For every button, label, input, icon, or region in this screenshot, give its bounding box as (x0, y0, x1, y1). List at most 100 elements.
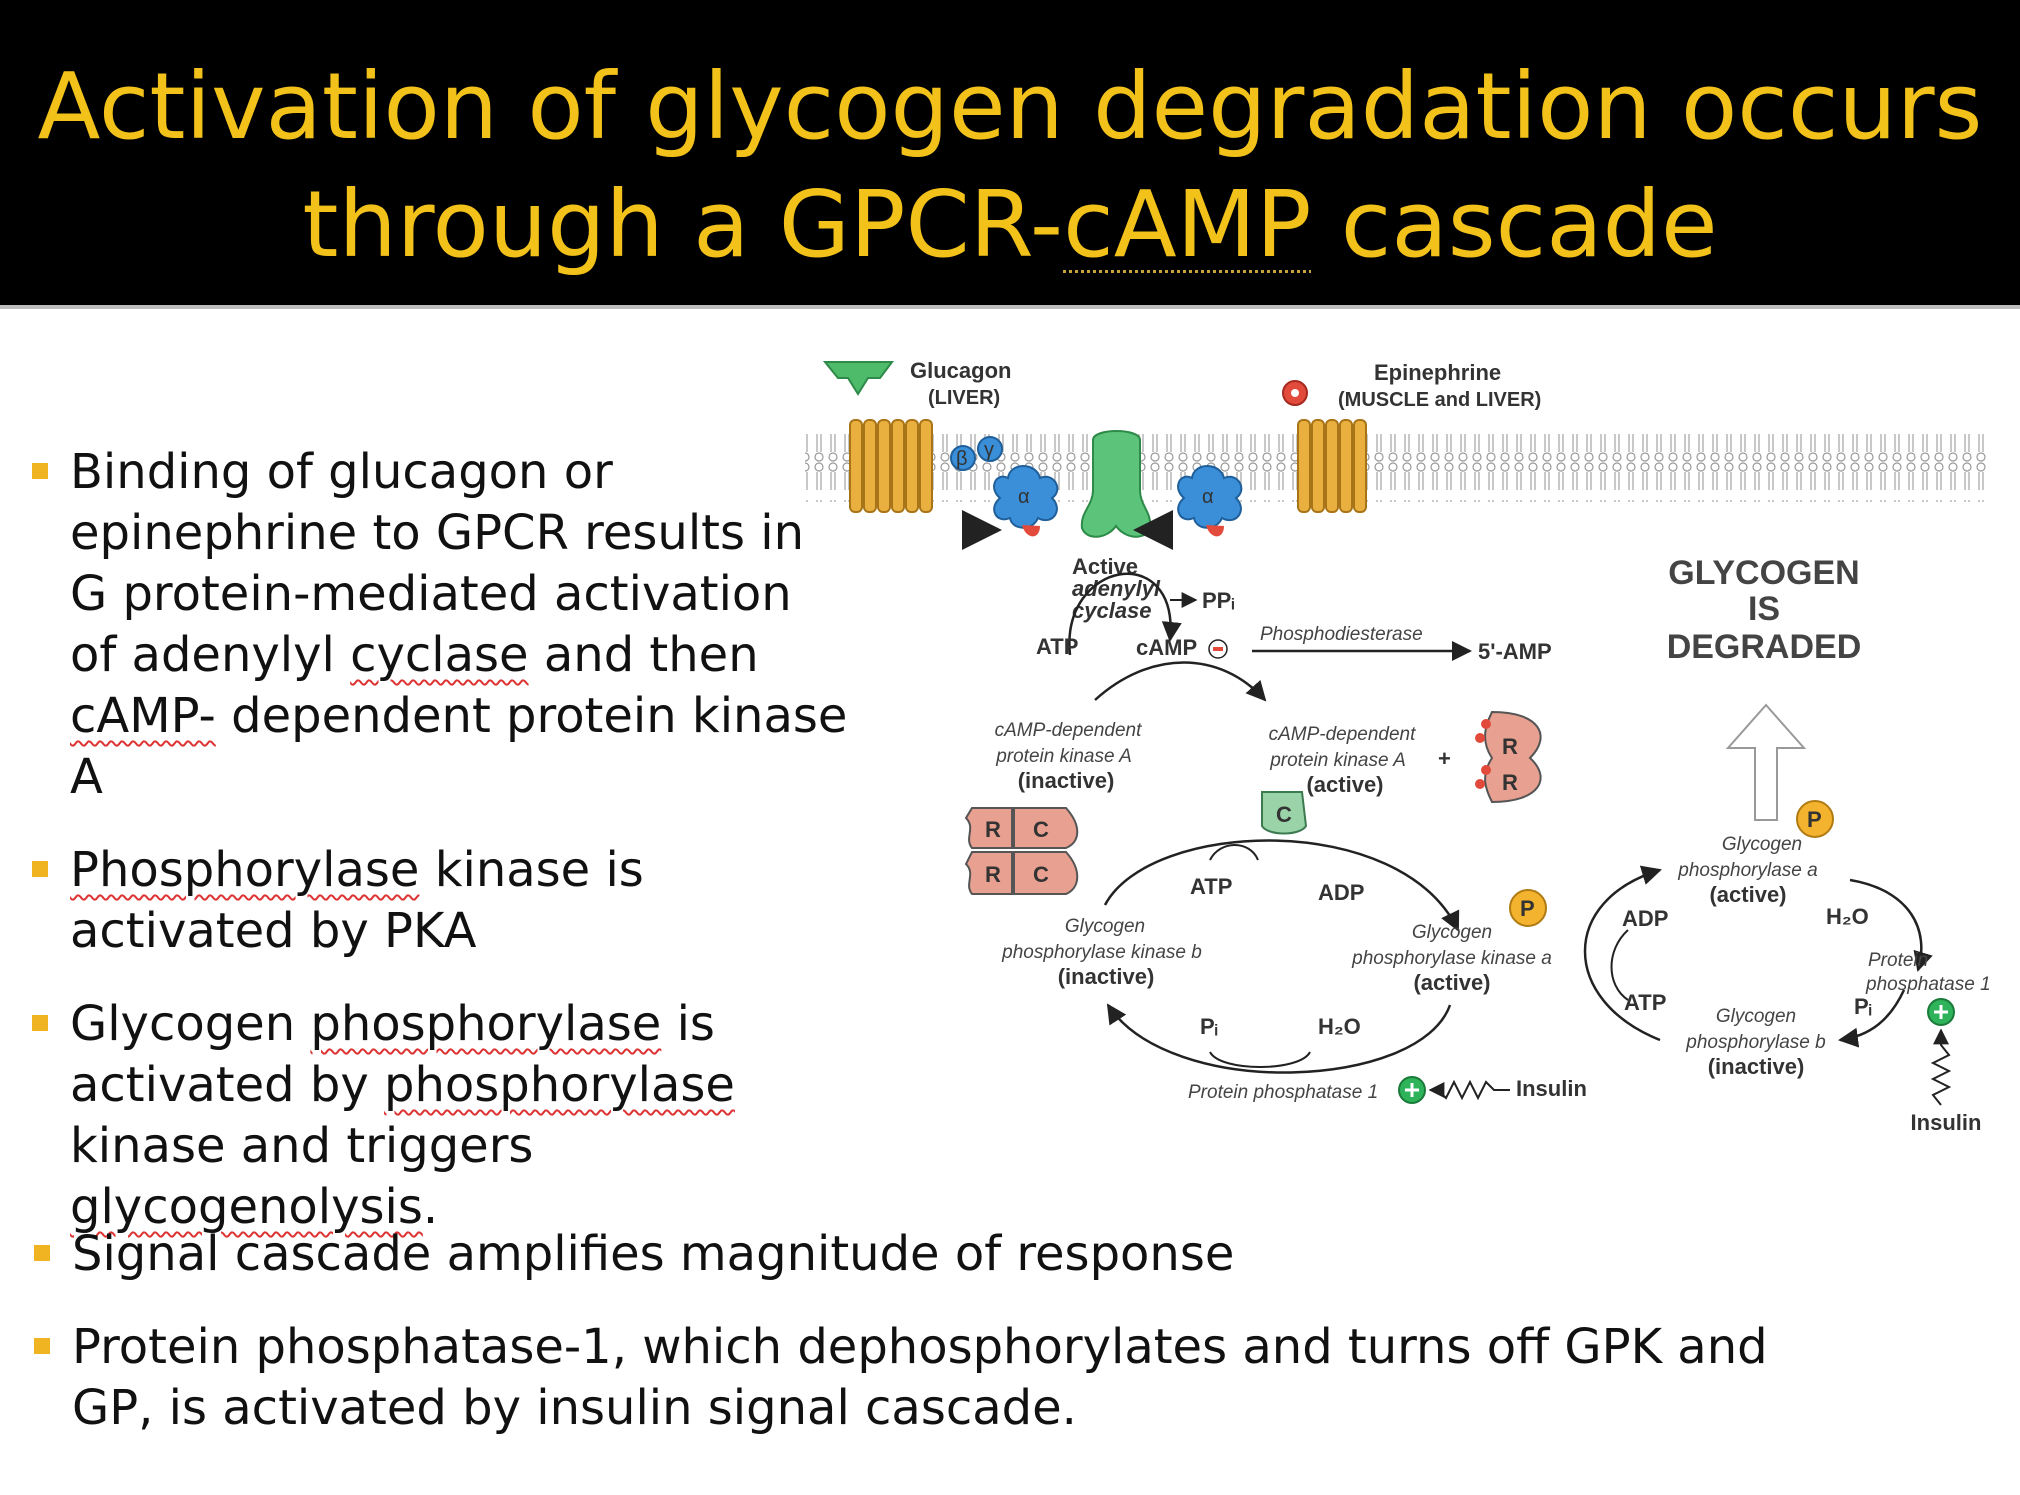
pp1-right-line-2: phosphatase 1 (1865, 974, 1991, 995)
title-divider (0, 305, 2020, 309)
adenylyl-cyclase-icon (1080, 430, 1152, 538)
gp-to-b-arrow (1838, 989, 1906, 1048)
insulin-right-label: Insulin (1911, 1110, 1982, 1135)
bullet-item: Phosphorylase kinase is activated by PKA (32, 840, 852, 962)
pp1-label: Protein phosphatase 1 (1188, 1082, 1378, 1103)
gp-deactivation-arc (1849, 878, 1933, 972)
epinephrine-receptor-icon (1297, 419, 1367, 513)
gpk-b-line-2: phosphorylase kinase b (1001, 942, 1202, 963)
title-line-2-pre: through a GPCR- (302, 171, 1064, 278)
gp-phosphate-label: P (1807, 807, 1822, 832)
g-beta-gamma-icon (950, 436, 1003, 471)
pka-plus-sign: + (1438, 746, 1451, 771)
bullet-item: Signal cascade amplifies magnitude of re… (34, 1224, 1834, 1285)
holoenzyme-c-bottom: C (1033, 862, 1049, 887)
glucagon-sub-label: (LIVER) (928, 387, 1000, 409)
pka-inactive-line-1: cAMP-dependent (995, 720, 1143, 741)
gp-pi-label: Pᵢ (1854, 994, 1872, 1019)
camp-icon (1208, 639, 1228, 659)
gp-a-line-3: (active) (1709, 882, 1786, 907)
gpk-atp-adp-loop (1209, 844, 1259, 861)
bullet-square-icon (32, 861, 48, 877)
bullet-square-icon (32, 1015, 48, 1031)
holoenzyme-r-top: R (985, 817, 1001, 842)
title-bar (0, 0, 2020, 305)
cyclase-reaction-arrow (1068, 572, 1182, 656)
glucagon-receptor-icon (849, 419, 933, 513)
degradation-up-arrow-icon (1725, 703, 1807, 821)
insulin-right-wavy-arrow (1930, 1028, 1952, 1106)
regulatory-subunits-icon (1475, 710, 1542, 804)
slide-title: Activation of glycogen degradation occur… (0, 48, 2020, 284)
gp-activation-arc (1583, 865, 1662, 1042)
pp1-activation-plus-icon (1398, 1076, 1426, 1104)
epinephrine-label: Epinephrine (1374, 360, 1501, 385)
epinephrine-sub-label: (MUSCLE and LIVER) (1338, 389, 1541, 411)
gpk-a-line-2: phosphorylase kinase a (1351, 948, 1552, 969)
pka-active-state: (active) (1306, 772, 1383, 797)
c-subunit-label: C (1276, 802, 1292, 827)
glycogen-degraded-line-1: GLYCOGEN (1668, 554, 1859, 592)
pka-holoenzyme-icon (964, 807, 1079, 895)
gamma-label: γ (984, 439, 994, 461)
camp-label: cAMP (1136, 635, 1197, 660)
holoenzyme-r-bottom: R (985, 862, 1001, 887)
catalytic-subunit-icon (1261, 791, 1308, 835)
gp-b-line-2: phosphorylase b (1685, 1032, 1825, 1053)
phosphodiesterase-label: Phosphodiesterase (1260, 624, 1423, 645)
gpk-atp-label: ATP (1190, 874, 1232, 899)
gpk-deactivation-arc (1106, 1003, 1452, 1074)
bullet-square-icon (34, 1245, 50, 1261)
bottom-bullet-list: Signal cascade amplifies magnitude of re… (34, 1224, 1834, 1471)
gp-a-line-2: phosphorylase a (1677, 860, 1817, 881)
gpk-b-line-3: (inactive) (1058, 964, 1155, 989)
bullet-square-icon (34, 1338, 50, 1354)
bullet-item: Glycogen phosphorylase is activated by p… (32, 994, 852, 1238)
gp-a-line-1: Glycogen (1722, 834, 1802, 855)
g-alpha-left-icon (993, 465, 1059, 537)
glycogen-degraded-line-3: DEGRADED (1667, 628, 1862, 666)
insulin-bottom-label: Insulin (1516, 1076, 1587, 1101)
glucagon-ligand-icon (822, 361, 894, 396)
cyclase-label: cyclase (1072, 598, 1152, 623)
bullet-item: Protein phosphatase-1, which dephosphory… (34, 1317, 1834, 1439)
glycogen-degraded-line-2: IS (1748, 590, 1780, 628)
gpk-a-line-1: Glycogen (1412, 922, 1492, 943)
title-camp: cAMP (1063, 171, 1312, 278)
title-line-1: Activation of glycogen degradation occur… (37, 53, 1983, 160)
gpk-pi-h2o-loop (1209, 1051, 1311, 1068)
adenylyl-label: adenylyl (1072, 576, 1161, 601)
alpha-left-label: α (1018, 486, 1030, 508)
gp-h2o-label: H₂O (1826, 904, 1869, 929)
gpk-adp-label: ADP (1318, 880, 1364, 905)
g-alpha-right-icon (1177, 465, 1243, 537)
gp-adp-label: ADP (1622, 906, 1668, 931)
atp-top-label: ATP (1036, 634, 1078, 659)
glucagon-label: Glucagon (910, 358, 1011, 383)
pka-inactive-line-2: protein kinase A (995, 746, 1132, 767)
gpk-phosphate-icon (1509, 889, 1547, 927)
beta-label: β (956, 448, 968, 470)
five-amp-label: 5'-AMP (1478, 639, 1552, 664)
gp-atp-adp-loop (1610, 929, 1629, 1001)
gpcr-camp-cascade-diagram: Glucagon (LIVER) β γ α α Epinephrine (MU… (805, 358, 1991, 1135)
gp-b-line-1: Glycogen (1716, 1006, 1796, 1027)
gp-phosphate-icon (1796, 800, 1834, 838)
pka-active-line-2: protein kinase A (1269, 750, 1406, 771)
ppi-label: PPᵢ (1202, 588, 1234, 613)
bullet-item: Binding of glucagon or epinephrine to GP… (32, 442, 852, 808)
pp1-right-plus-icon (1927, 998, 1955, 1026)
alpha-right-label: α (1202, 486, 1214, 508)
gp-atp-label: ATP (1624, 990, 1666, 1015)
gpk-b-line-1: Glycogen (1065, 916, 1145, 937)
left-bullet-list: Binding of glucagon or epinephrine to GP… (32, 442, 852, 1270)
pp1-right-line-1: Protein (1868, 950, 1928, 971)
bullet-square-icon (32, 463, 48, 479)
gpk-activation-arc (1103, 839, 1460, 932)
r-subunit-bottom: R (1502, 770, 1518, 795)
holoenzyme-c-top: C (1033, 817, 1049, 842)
insulin-wavy-arrow (1428, 1079, 1510, 1101)
r-subunit-top: R (1502, 734, 1518, 759)
pka-inactive-line-3: (inactive) (1018, 768, 1115, 793)
epinephrine-ligand-icon (1282, 380, 1308, 406)
